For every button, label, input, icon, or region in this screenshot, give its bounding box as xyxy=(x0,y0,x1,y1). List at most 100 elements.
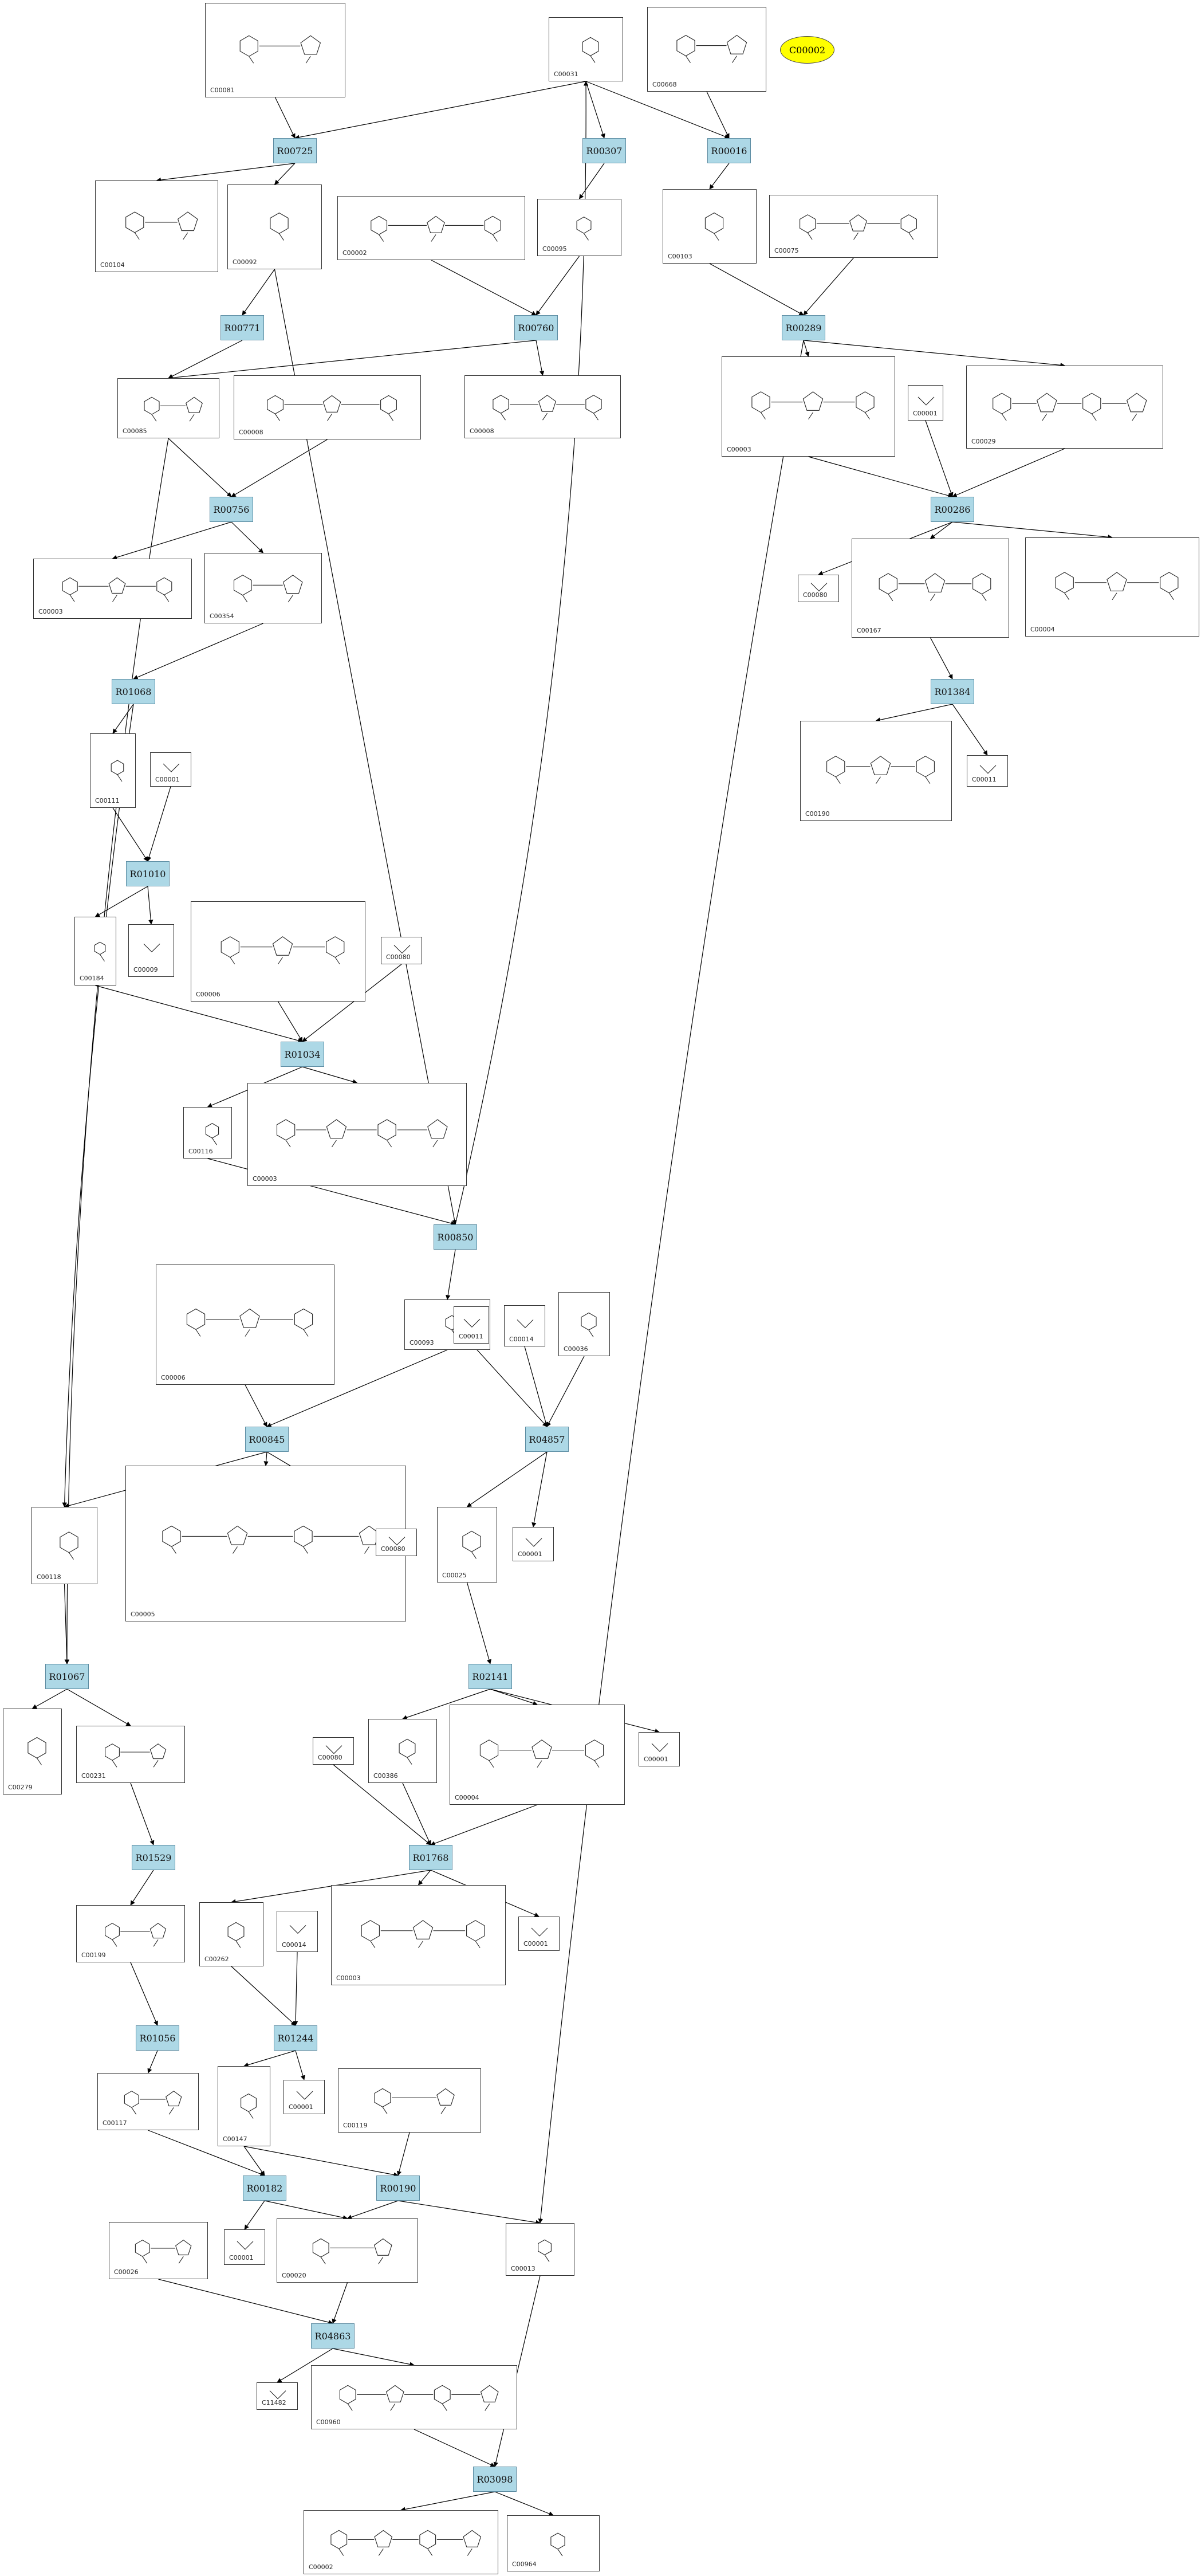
compound-c00190[interactable]: C00190 xyxy=(800,721,952,821)
compound-c00003[interactable]: C00003 xyxy=(247,1083,467,1186)
structure-drawing xyxy=(143,944,160,953)
compound-c00001[interactable]: C00001 xyxy=(150,752,191,787)
reaction-r01384[interactable]: R01384 xyxy=(931,679,974,704)
compound-c00006[interactable]: C00006 xyxy=(156,1265,334,1385)
compound-c00116[interactable]: C00116 xyxy=(183,1107,232,1159)
compound-c00001[interactable]: C00001 xyxy=(513,1527,554,1561)
reaction-r02141[interactable]: R02141 xyxy=(468,1664,512,1689)
compound-c00964[interactable]: C00964 xyxy=(507,2515,600,2571)
compound-c00002[interactable]: C00002 xyxy=(304,2510,498,2574)
compound-c00081[interactable]: C00081 xyxy=(205,3,345,97)
compound-c00014[interactable]: C00014 xyxy=(277,1911,318,1952)
compound-c00001[interactable]: C00001 xyxy=(518,1917,560,1951)
reaction-r01244[interactable]: R01244 xyxy=(274,2025,317,2051)
edge-C00354-R01068 xyxy=(133,623,263,680)
edge-R04863-C00960 xyxy=(332,2348,415,2367)
reaction-r01010[interactable]: R01010 xyxy=(126,861,170,886)
compound-c00009[interactable]: C00009 xyxy=(128,924,174,977)
structure-drawing xyxy=(241,2093,257,2119)
compound-c11482[interactable]: C11482 xyxy=(257,2382,298,2410)
edge-R00307-C00095 xyxy=(579,163,605,199)
compound-c00080[interactable]: C00080 xyxy=(313,1737,354,1765)
reaction-r01067[interactable]: R01067 xyxy=(45,1664,89,1689)
compound-c00167[interactable]: C00167 xyxy=(852,539,1009,638)
compound-c00279[interactable]: C00279 xyxy=(3,1709,62,1794)
reaction-r00286[interactable]: R00286 xyxy=(931,497,974,522)
compound-c00960[interactable]: C00960 xyxy=(311,2365,517,2429)
compound-c00001[interactable]: C00001 xyxy=(283,2080,325,2114)
compound-c00006[interactable]: C00006 xyxy=(191,901,365,1002)
compound-c00002[interactable]: C00002 xyxy=(337,196,525,260)
compound-c00231[interactable]: C00231 xyxy=(76,1726,185,1783)
compound-c00004[interactable]: C00004 xyxy=(1025,537,1199,637)
compound-c00080[interactable]: C00080 xyxy=(376,1529,417,1556)
compound-c00029[interactable]: C00029 xyxy=(966,366,1163,449)
compound-c00008[interactable]: C00008 xyxy=(234,375,421,439)
compound-c00075[interactable]: C00075 xyxy=(769,195,938,258)
reaction-r01034[interactable]: R01034 xyxy=(281,1042,324,1067)
compound-c00011[interactable]: C00011 xyxy=(967,755,1008,787)
edge-C00111-R01010 xyxy=(112,807,148,862)
reaction-r00756[interactable]: R00756 xyxy=(210,497,253,522)
compound-c00026[interactable]: C00026 xyxy=(109,2222,208,2279)
compound-c00025[interactable]: C00025 xyxy=(437,1507,497,1582)
reaction-r00289[interactable]: R00289 xyxy=(782,315,825,340)
reaction-r00845[interactable]: R00845 xyxy=(245,1427,289,1452)
reaction-r04863[interactable]: R04863 xyxy=(311,2323,355,2349)
compound-c00262[interactable]: C00262 xyxy=(199,1902,263,1966)
reaction-r00850[interactable]: R00850 xyxy=(434,1224,477,1250)
reaction-r01529[interactable]: R01529 xyxy=(132,1845,175,1870)
compound-c00005[interactable]: C00005 xyxy=(125,1466,406,1621)
reaction-r01068[interactable]: R01068 xyxy=(112,679,155,704)
compound-c00003[interactable]: C00003 xyxy=(331,1885,506,1985)
reaction-r00190[interactable]: R00190 xyxy=(376,2176,420,2201)
compound-c00014[interactable]: C00014 xyxy=(504,1305,545,1346)
compound-c00011[interactable]: C00011 xyxy=(454,1306,489,1344)
compound-c00003[interactable]: C00003 xyxy=(722,356,895,457)
reaction-r00760[interactable]: R00760 xyxy=(514,315,558,340)
reaction-r00182[interactable]: R00182 xyxy=(243,2176,286,2201)
compound-c00036[interactable]: C00036 xyxy=(558,1292,610,1356)
compound-c00085[interactable]: C00085 xyxy=(117,378,219,438)
compound-c00003[interactable]: C00003 xyxy=(33,559,192,619)
reaction-r03098[interactable]: R03098 xyxy=(473,2467,517,2492)
compound-c00104[interactable]: C00104 xyxy=(95,180,218,272)
compound-c00147[interactable]: C00147 xyxy=(218,2066,270,2146)
reaction-r00771[interactable]: R00771 xyxy=(220,315,264,340)
compound-c00031[interactable]: C00031 xyxy=(549,17,623,81)
reaction-r00725[interactable]: R00725 xyxy=(273,138,317,163)
edge-R00289-C00003a xyxy=(803,340,810,357)
reaction-r01056[interactable]: R01056 xyxy=(136,2025,179,2051)
compound-c00111[interactable]: C00111 xyxy=(90,733,136,808)
highlight-compound-node[interactable]: C00002 xyxy=(780,36,834,64)
compound-c00354[interactable]: C00354 xyxy=(204,553,322,623)
compound-c00004[interactable]: C00004 xyxy=(450,1705,625,1805)
compound-c00001[interactable]: C00001 xyxy=(639,1732,680,1766)
compound-id-label: C00190 xyxy=(805,810,830,818)
compound-c00386[interactable]: C00386 xyxy=(368,1719,437,1783)
compound-c00008[interactable]: C00008 xyxy=(464,375,621,438)
compound-c00117[interactable]: C00117 xyxy=(97,2073,199,2130)
compound-id-label: C00167 xyxy=(857,627,881,634)
compound-id-label: C00003 xyxy=(727,446,751,453)
compound-c00119[interactable]: C00119 xyxy=(338,2068,481,2133)
compound-c00199[interactable]: C00199 xyxy=(76,1905,185,1962)
reaction-r00307[interactable]: R00307 xyxy=(582,138,626,163)
reaction-r04857[interactable]: R04857 xyxy=(525,1427,569,1452)
compound-c00184[interactable]: C00184 xyxy=(74,917,116,985)
compound-c00668[interactable]: C00668 xyxy=(647,7,766,92)
compound-c00103[interactable]: C00103 xyxy=(663,189,757,264)
compound-id-label: C00104 xyxy=(100,261,125,269)
compound-c00001[interactable]: C00001 xyxy=(224,2229,265,2265)
compound-c00095[interactable]: C00095 xyxy=(537,199,621,256)
reaction-r00016[interactable]: R00016 xyxy=(707,138,751,163)
compound-c00080[interactable]: C00080 xyxy=(798,575,839,602)
compound-c00020[interactable]: C00020 xyxy=(277,2218,418,2283)
compound-c00080[interactable]: C00080 xyxy=(381,937,422,964)
structure-drawing xyxy=(1055,572,1179,600)
compound-c00013[interactable]: C00013 xyxy=(506,2223,574,2276)
compound-c00118[interactable]: C00118 xyxy=(31,1507,97,1584)
reaction-r01768[interactable]: R01768 xyxy=(409,1845,452,1870)
compound-c00001[interactable]: C00001 xyxy=(908,385,943,421)
compound-c00092[interactable]: C00092 xyxy=(227,184,322,269)
